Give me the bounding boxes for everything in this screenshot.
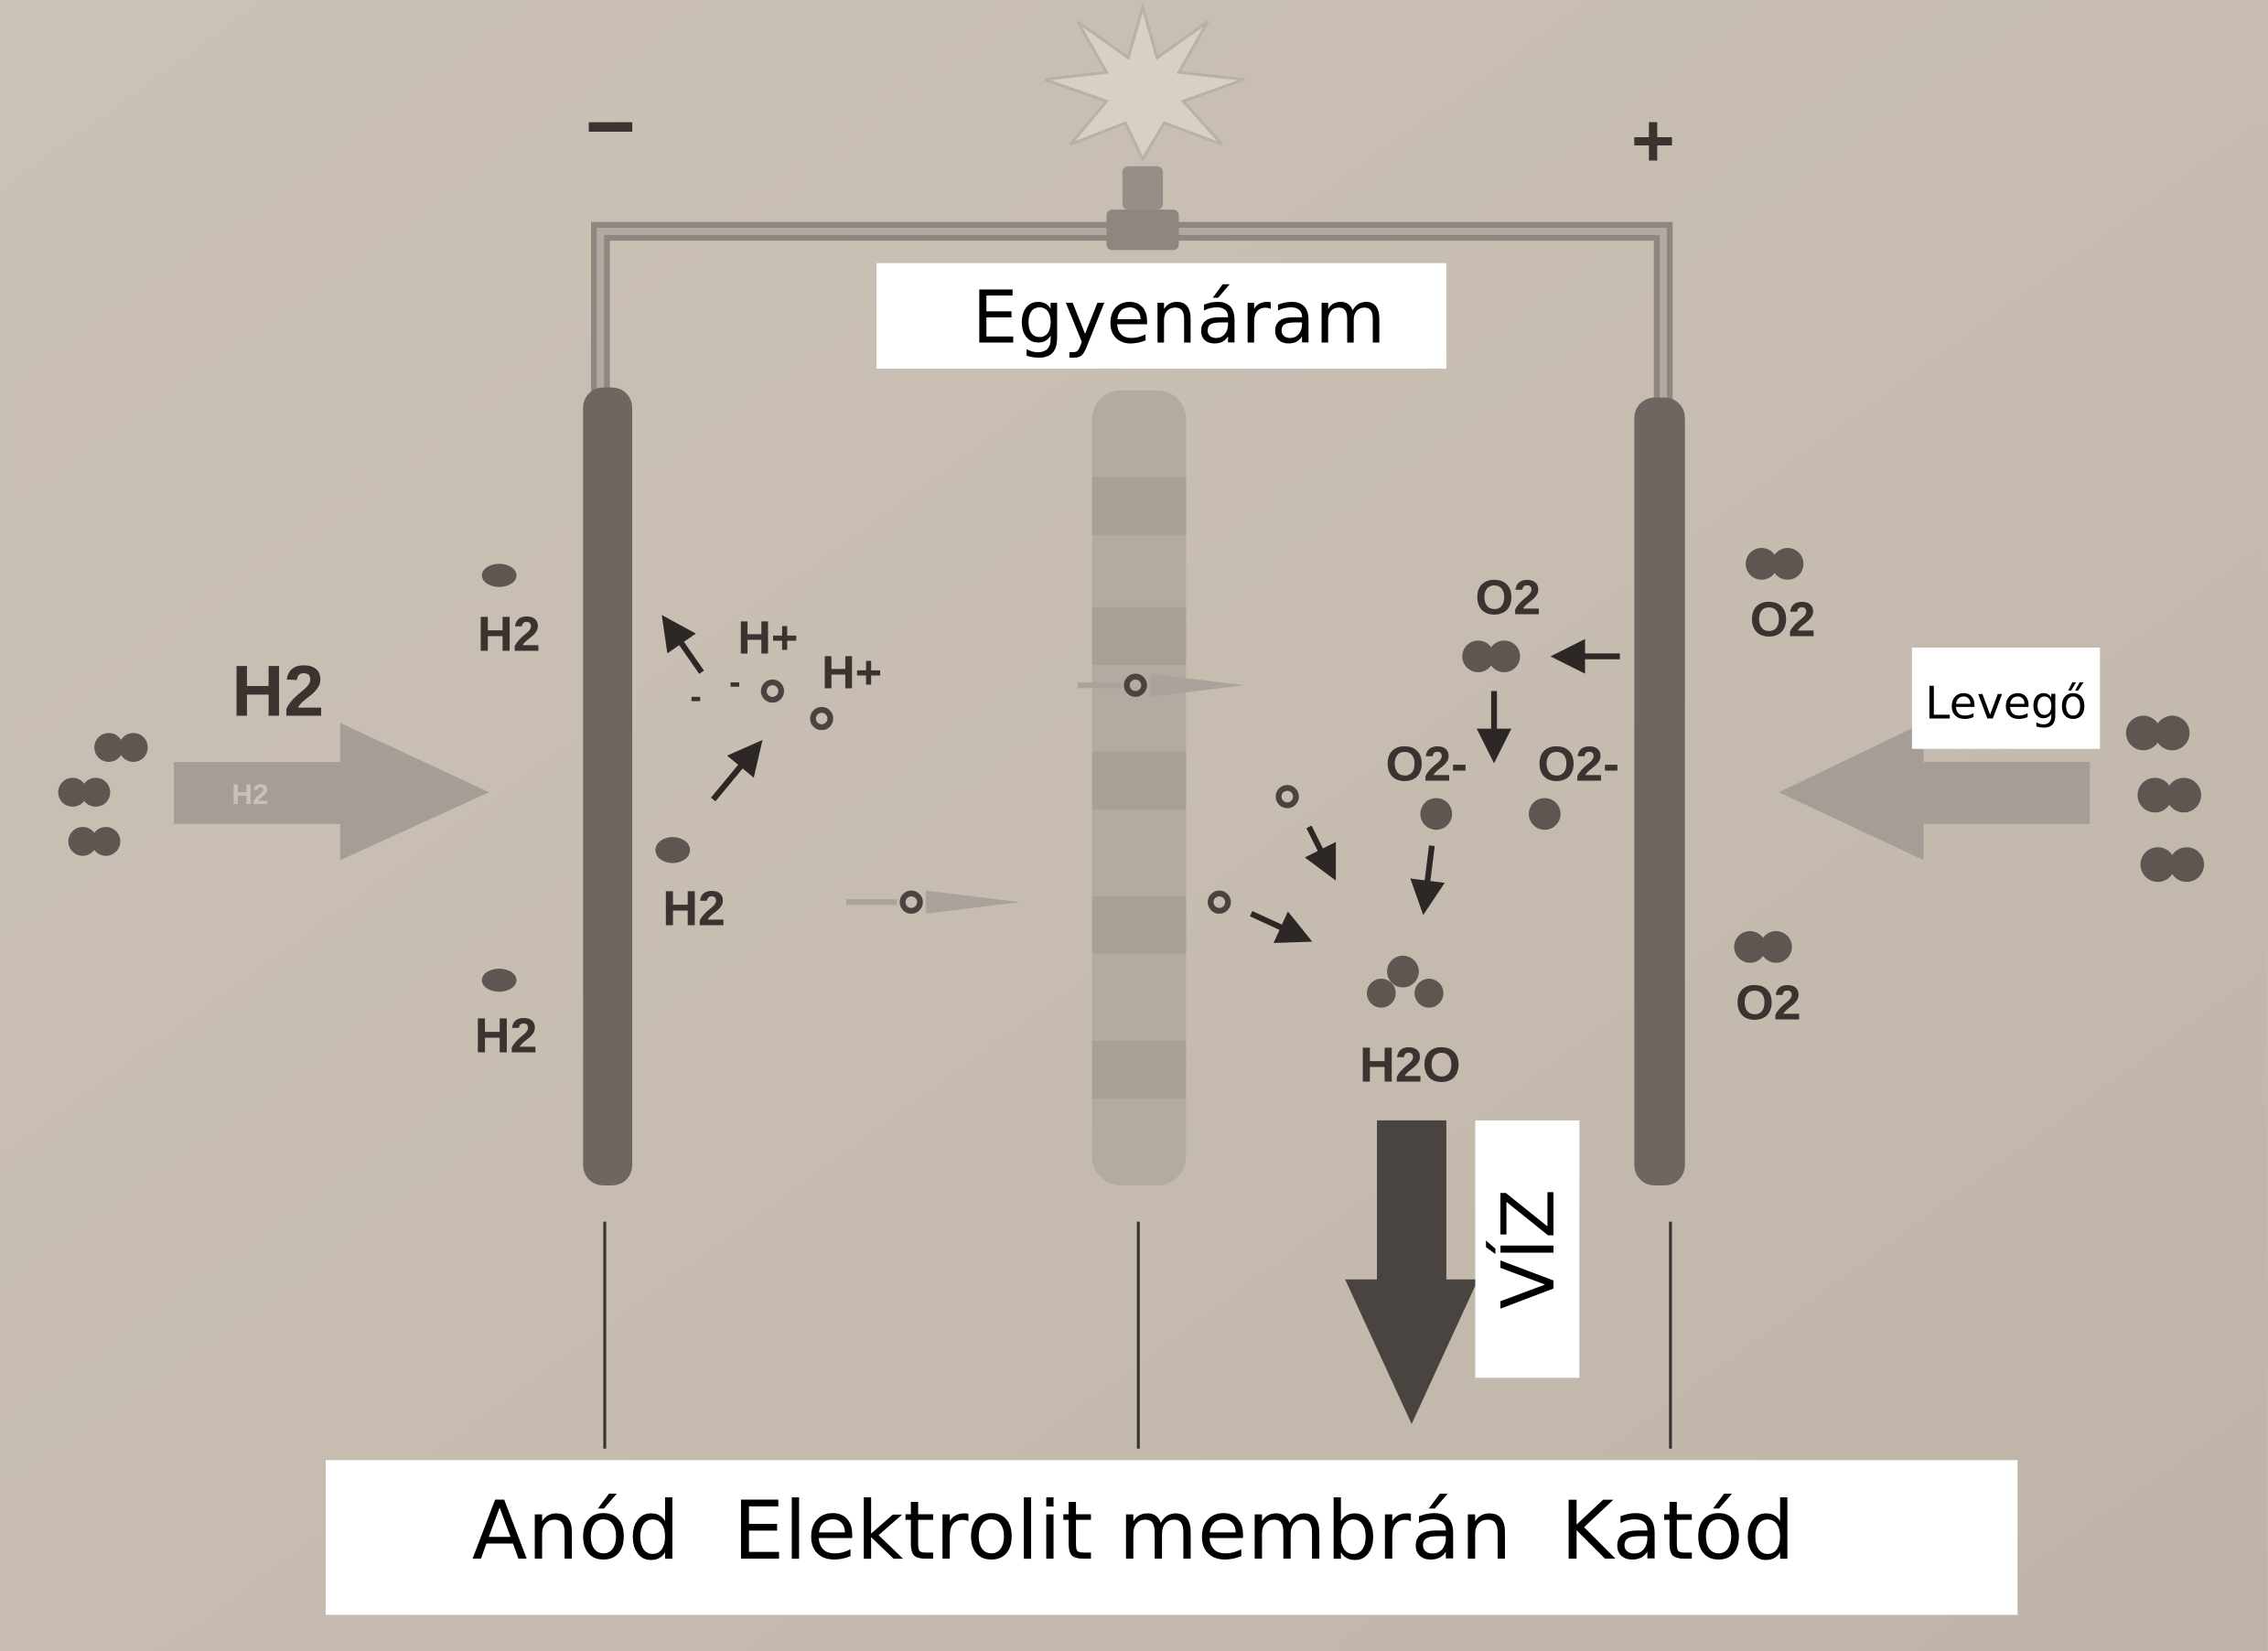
proton-icons — [760, 673, 1299, 914]
h2-label-bottom: H2 — [475, 1009, 538, 1064]
o2-label-reaction: O2 — [1476, 571, 1542, 626]
divider-lines — [603, 1221, 1672, 1449]
air-label: Levegő — [1925, 678, 2087, 730]
current-label-box — [876, 263, 1446, 370]
cathode-electrode — [1634, 397, 1685, 1186]
cathode-label: Katód — [1561, 1484, 1795, 1578]
o2-label-top: O2 — [1750, 592, 1816, 647]
oxide-ion-icons — [1420, 798, 1561, 831]
water-label-box — [1475, 1120, 1580, 1378]
oxide-ion-label-2: O2- — [1537, 737, 1619, 792]
h2-label-top: H2 — [478, 606, 541, 661]
anode-label: Anód — [472, 1484, 680, 1578]
hydrogen-arrow-label: H2 — [231, 777, 268, 810]
o2-label-bottom: O2 — [1736, 975, 1801, 1030]
water-output-label: VÍZ — [1487, 1189, 1571, 1310]
air-molecules-icon — [2125, 715, 2205, 883]
water-output-arrow — [1345, 1120, 1478, 1424]
positive-terminal: + — [1631, 100, 1675, 183]
h2-molecule-icon — [481, 563, 691, 992]
hydrogen-input-label: H2 — [231, 649, 324, 731]
oxide-ion-label-1: O2- — [1386, 737, 1468, 792]
anode-electrode — [583, 387, 633, 1186]
o2-molecule-icon — [1462, 548, 1804, 963]
air-label-box — [1911, 648, 2101, 749]
reaction-arrows — [661, 615, 1620, 943]
proton-transport-arrows — [845, 673, 1244, 914]
electrolyte-membrane — [1091, 390, 1187, 1186]
hydrogen-molecules-icon — [58, 733, 148, 856]
current-label: Egyenáram — [973, 276, 1386, 360]
negative-terminal: − — [586, 79, 636, 176]
light-bulb-icon — [1043, 2, 1245, 251]
water-product-label: H2O — [1360, 1037, 1460, 1092]
h-ion-label-1: H+ — [737, 611, 798, 663]
electron-icons — [691, 682, 740, 702]
membrane-label: Elektrolit membrán — [733, 1484, 1511, 1578]
h-ion-label-2: H+ — [822, 646, 882, 698]
bottom-label-box — [325, 1460, 2018, 1615]
water-molecule-icon — [1366, 955, 1444, 1008]
h2-label-middle: H2 — [662, 882, 726, 937]
air-input-arrow — [1779, 723, 2091, 861]
hydrogen-input-arrow — [174, 723, 489, 861]
